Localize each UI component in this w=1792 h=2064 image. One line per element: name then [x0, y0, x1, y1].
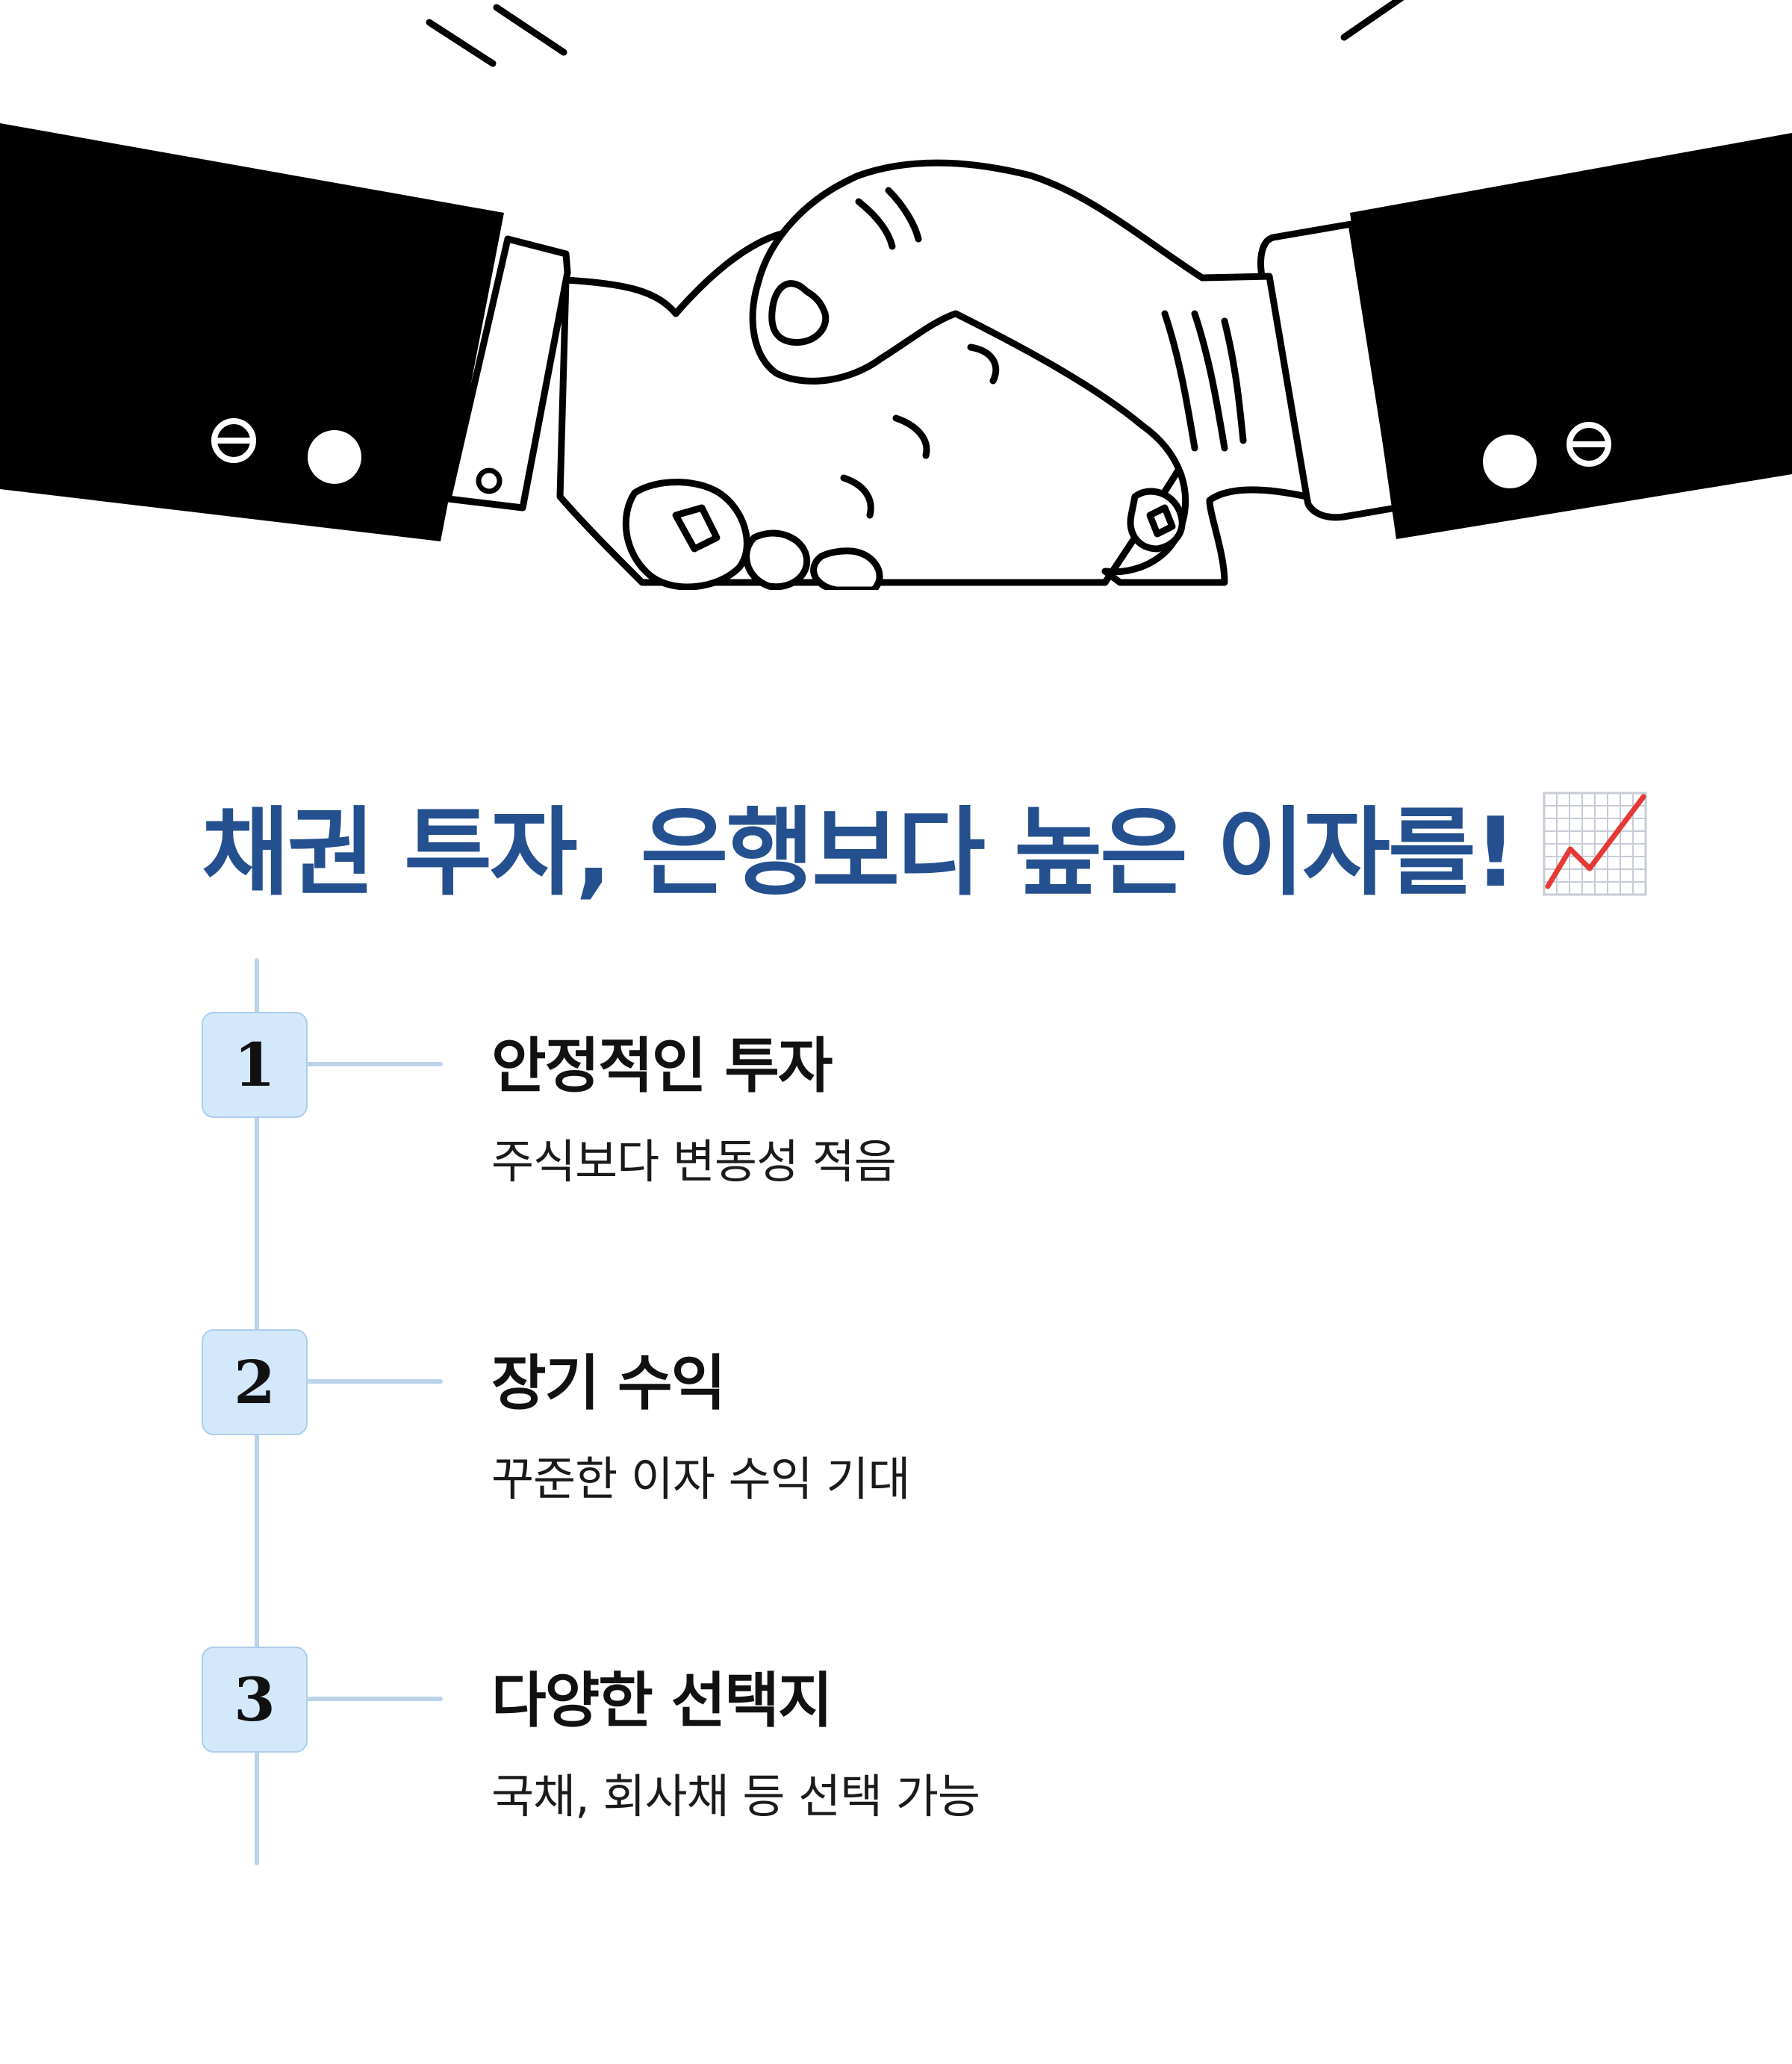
step-title: 안정적인 투자 [491, 1031, 833, 1101]
step-connector [306, 1062, 443, 1066]
chart-increasing-icon [1543, 792, 1647, 896]
step-3: 3 다양한 선택지 국채, 회사채 등 선택 가능 [202, 1647, 1620, 1886]
step-title: 다양한 선택지 [491, 1666, 833, 1735]
step-description: 꾸준한 이자 수익 기대 [491, 1452, 910, 1506]
handshake-icon [0, 0, 1792, 590]
step-title: 장기 수익 [491, 1349, 726, 1418]
step-number-badge: 3 [202, 1647, 308, 1753]
step-connector [306, 1697, 443, 1701]
step-description: 국채, 회사채 등 선택 가능 [491, 1769, 980, 1824]
step-connector [306, 1379, 443, 1384]
step-number-badge: 1 [202, 1012, 308, 1118]
headline-title: 채권 투자, 은행보다 높은 이자를! [202, 797, 1517, 909]
step-description: 주식보다 변동성 적음 [491, 1134, 897, 1189]
step-1: 1 안정적인 투자 주식보다 변동성 적음 [202, 1012, 1620, 1251]
step-2: 2 장기 수익 꾸준한 이자 수익 기대 [202, 1329, 1620, 1568]
hero-illustration [0, 0, 1792, 590]
step-number-badge: 2 [202, 1329, 308, 1435]
headline: 채권 투자, 은행보다 높은 이자를! [202, 769, 1665, 918]
